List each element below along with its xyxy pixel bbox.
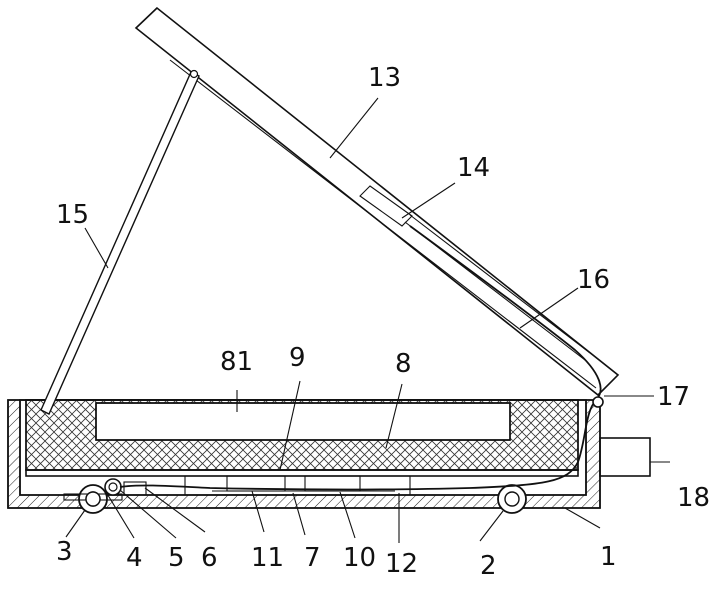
small-roller	[105, 479, 121, 495]
label-18: 18	[677, 483, 710, 513]
label-16: 16	[577, 265, 610, 295]
label-14: 14	[457, 153, 490, 183]
label-81: 81	[220, 347, 253, 377]
cavity	[96, 403, 510, 440]
label-7: 7	[304, 543, 321, 573]
label-8: 8	[395, 349, 412, 379]
label-6: 6	[201, 543, 218, 573]
label-9: 9	[289, 343, 306, 373]
label-11: 11	[251, 543, 284, 573]
label-12: 12	[385, 549, 418, 579]
label-3: 3	[56, 537, 73, 567]
label-17: 17	[657, 382, 690, 412]
label-10: 10	[343, 543, 376, 573]
hinge	[593, 397, 603, 407]
label-1: 1	[600, 542, 617, 572]
insulation-layer	[26, 400, 578, 470]
support-rod	[41, 71, 199, 415]
plate	[26, 470, 578, 476]
label-13: 13	[368, 63, 401, 93]
wheel-right	[498, 485, 526, 513]
label-2: 2	[480, 551, 497, 581]
label-4: 4	[126, 543, 143, 573]
handle	[600, 438, 650, 476]
label-15: 15	[56, 200, 89, 230]
label-5: 5	[168, 543, 185, 573]
